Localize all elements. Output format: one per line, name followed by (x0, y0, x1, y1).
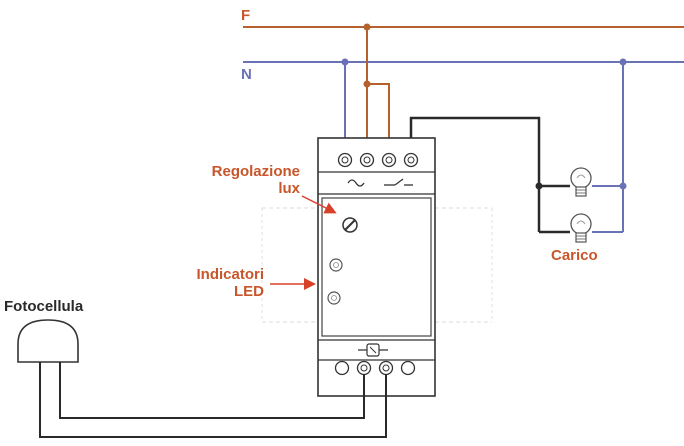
top-terminal (403, 152, 419, 168)
lamp-icon (570, 167, 592, 197)
regolazione-label: Regolazione (212, 163, 300, 180)
photocell-input-icon (358, 343, 388, 357)
bottom-terminal (378, 360, 394, 376)
led-icon (327, 291, 341, 305)
top-terminal (359, 152, 375, 168)
indicatori-label: Indicatori (196, 266, 264, 283)
carico-label: Carico (551, 247, 598, 264)
led-icon (329, 258, 343, 272)
switch-symbol-icon (384, 178, 413, 186)
bottom-terminal (400, 360, 416, 376)
twilight-switch-module (317, 137, 436, 397)
phase-wire-switch-in (367, 83, 390, 158)
front-panel (321, 197, 432, 337)
ac-sine-icon (347, 179, 365, 187)
fotocellula-label: Fotocellula (4, 298, 84, 315)
phase-label: F (241, 7, 250, 24)
photocell-wire-2 (39, 362, 387, 438)
lux-label: lux (278, 180, 300, 197)
photocell-icon (17, 319, 79, 363)
neutral-label: N (241, 66, 252, 83)
din-rail (261, 207, 493, 323)
top-terminal (381, 152, 397, 168)
adjust-screw-icon (342, 217, 358, 233)
photocell-wire-1 (59, 362, 365, 419)
lamp-icon (570, 213, 592, 243)
bottom-terminal (334, 360, 350, 376)
regolazione-arrow (301, 195, 337, 214)
bottom-terminal (356, 360, 372, 376)
top-terminal (337, 152, 353, 168)
led-label: LED (234, 283, 264, 300)
